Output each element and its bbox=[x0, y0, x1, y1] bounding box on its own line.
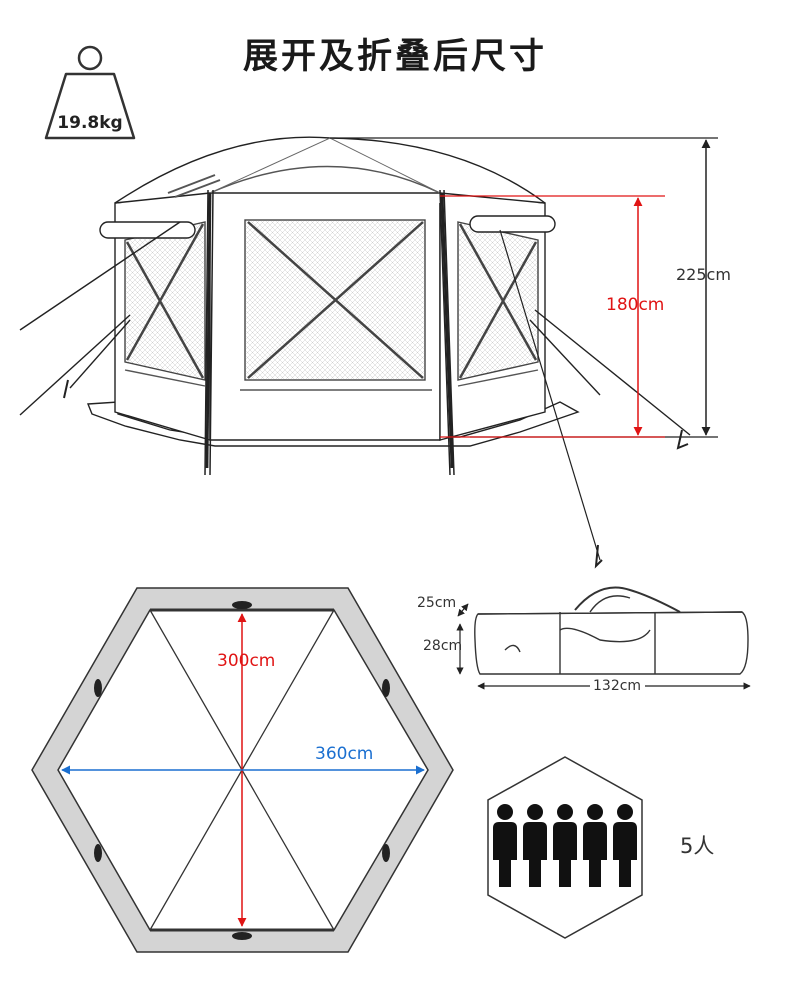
person-icon bbox=[553, 804, 577, 887]
bag-height-label: 28cm bbox=[423, 638, 463, 654]
bag-width-label: 25cm bbox=[417, 595, 457, 611]
weight-icon bbox=[44, 45, 136, 140]
floor-width-label: 360cm bbox=[315, 744, 374, 764]
person-icon bbox=[493, 804, 517, 887]
person-icon bbox=[613, 804, 637, 887]
person-icons bbox=[493, 804, 637, 887]
weight-label: 19.8kg bbox=[57, 113, 123, 133]
door-height-label: 180cm bbox=[606, 295, 665, 315]
bag-length-label: 132cm bbox=[590, 678, 645, 694]
floor-plan bbox=[31, 587, 454, 953]
total-height-label: 225cm bbox=[676, 265, 731, 284]
person-icon bbox=[583, 804, 607, 887]
carry-bag bbox=[474, 586, 749, 675]
door-height-dimension bbox=[440, 195, 665, 438]
bag-dimension-lines bbox=[456, 603, 751, 690]
tent-illustration bbox=[19, 136, 691, 569]
person-icon bbox=[523, 804, 547, 887]
page-title: 展开及折叠后尺寸 bbox=[242, 37, 547, 77]
capacity-label: 5人 bbox=[680, 834, 715, 858]
floor-depth-label: 300cm bbox=[217, 651, 276, 671]
capacity-icon-group bbox=[487, 756, 643, 939]
